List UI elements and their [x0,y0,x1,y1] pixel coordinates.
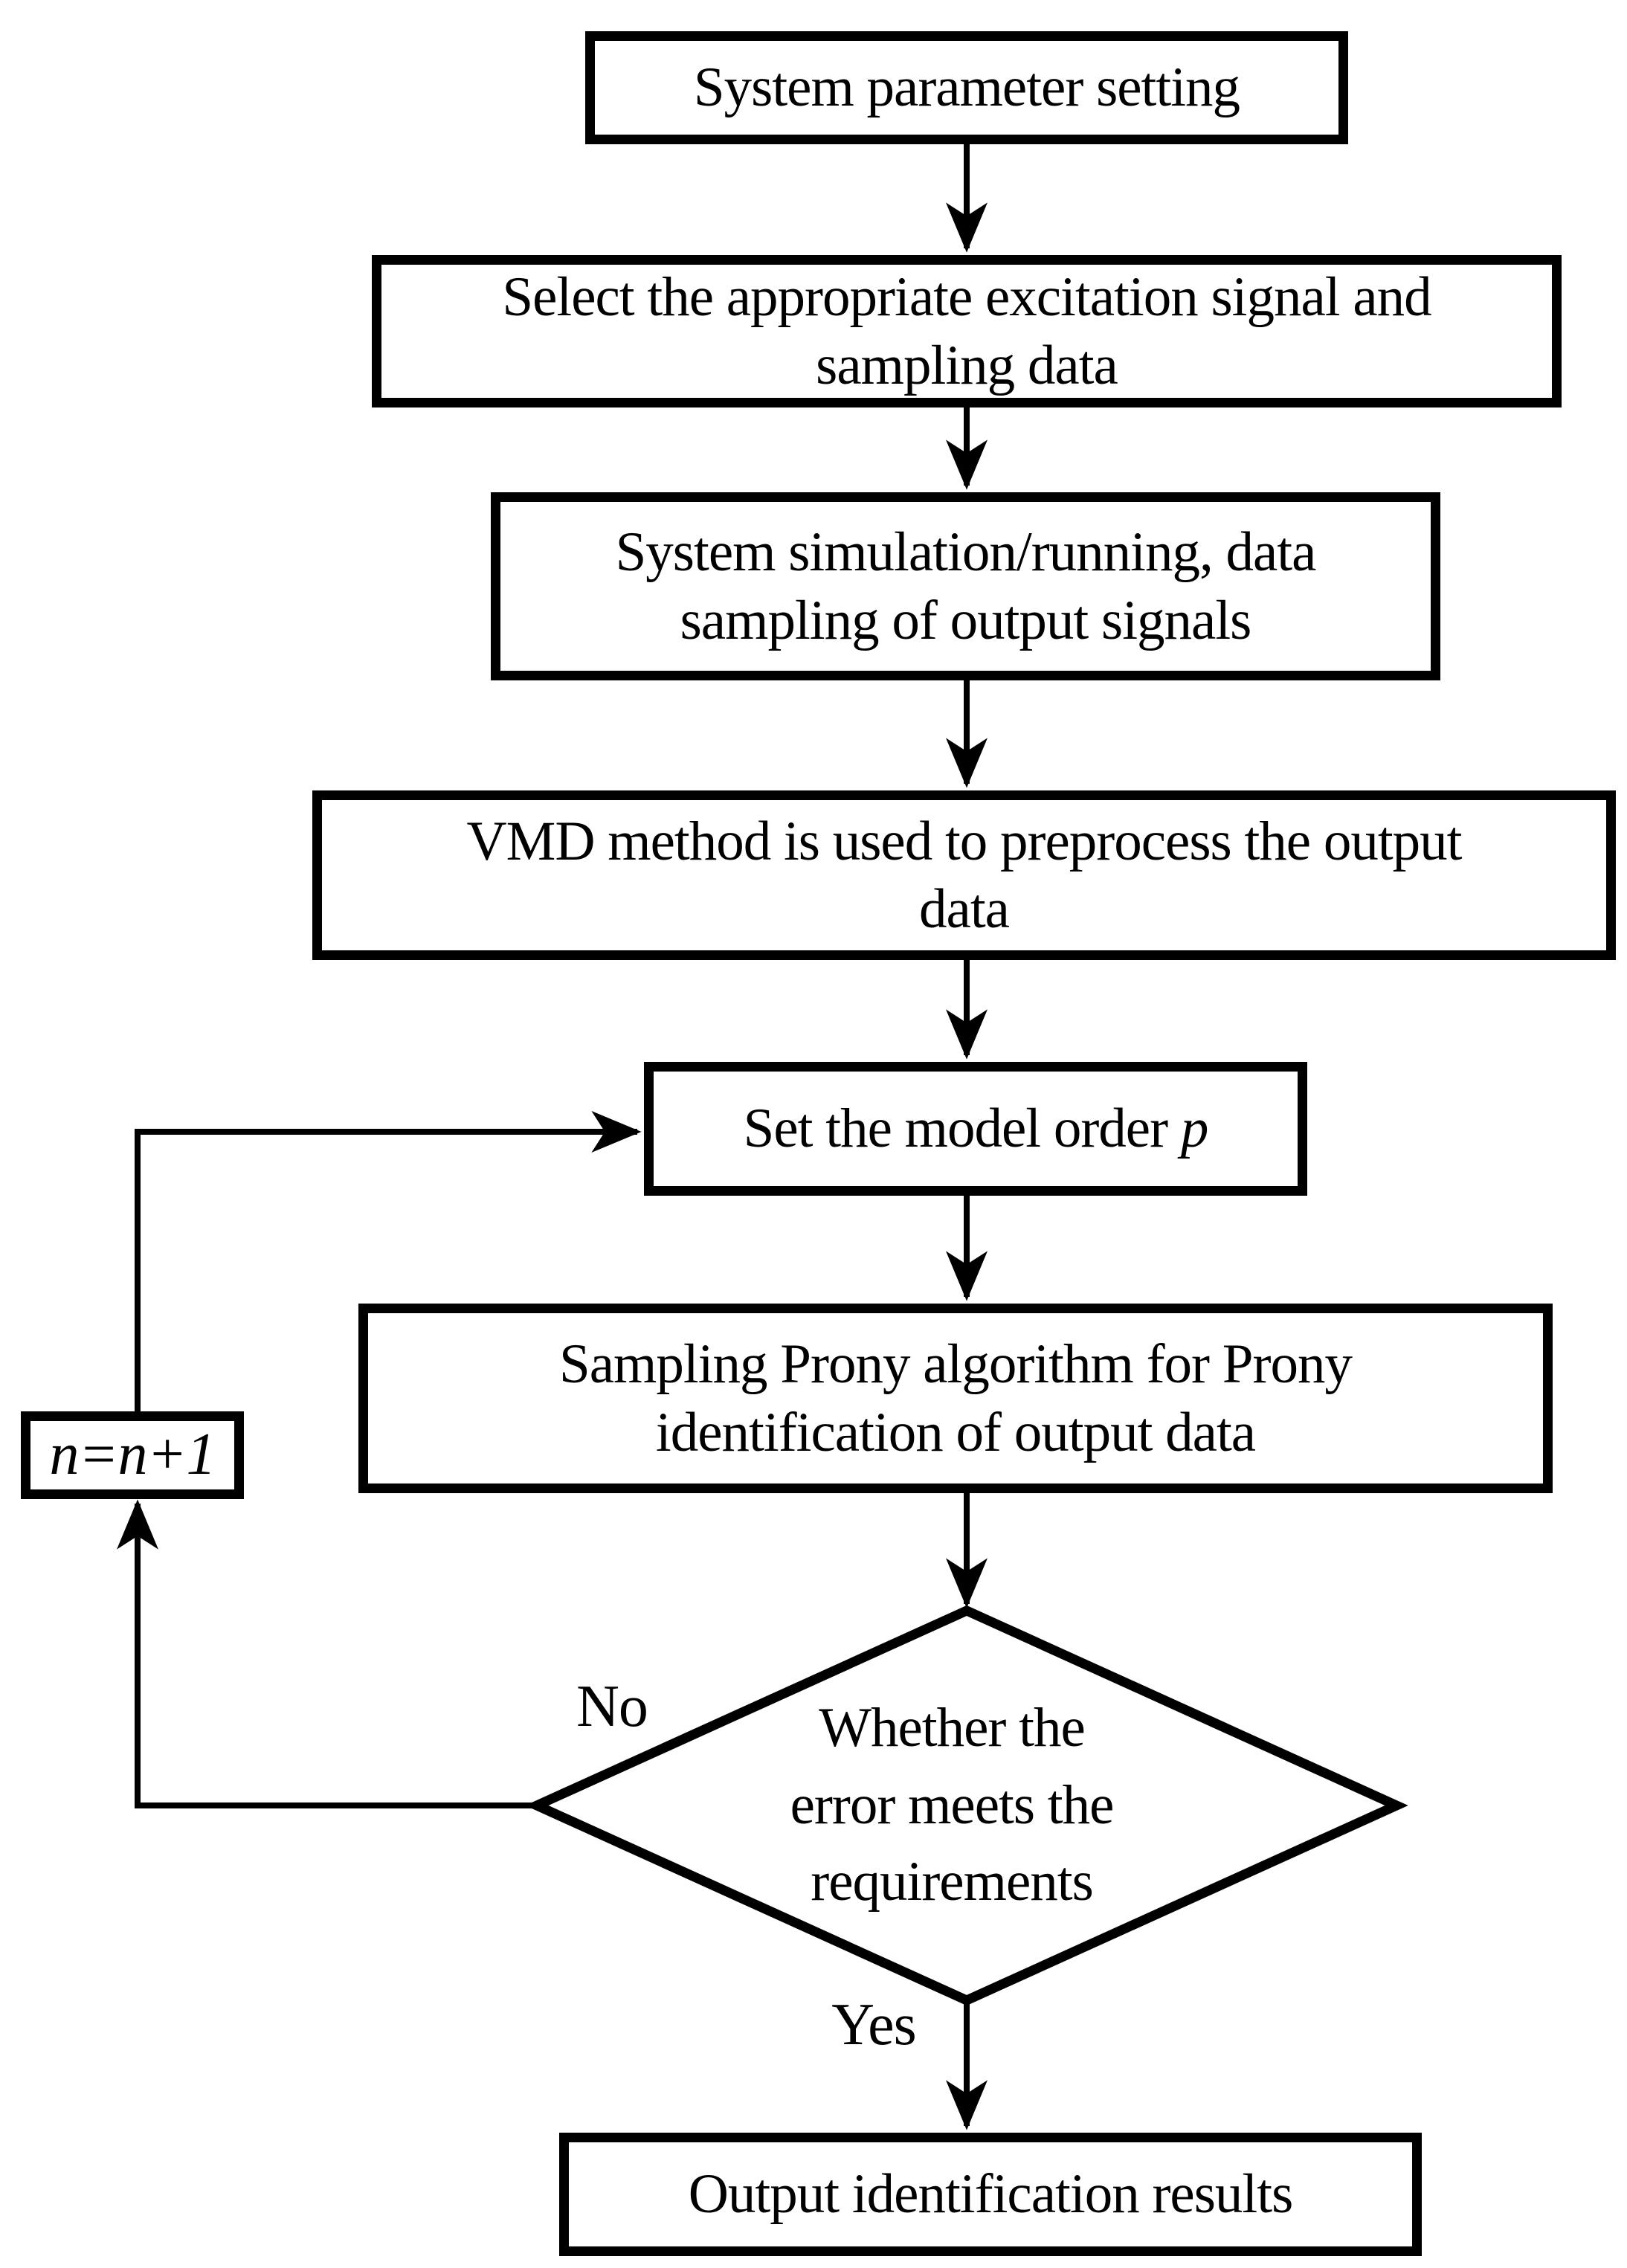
node-prony-identification: Sampling Prony algorithm for Prony ident… [358,1304,1553,1493]
decision-label-line: error meets the [790,1774,1115,1836]
model-order-variable: p [1180,1098,1208,1160]
branch-label-no: No [534,1666,690,1747]
node-label-line: data [919,878,1010,940]
node-label: System parameter setting [693,57,1240,119]
node-label: Output identification results [688,2163,1294,2226]
node-label: Set the model order p [743,1095,1209,1163]
node-label-line: Sampling Prony algorithm for Prony [559,1333,1353,1395]
node-system-parameter-setting: System parameter setting [585,31,1348,144]
node-label: n=n+1 [49,1422,216,1488]
node-label-line: sampling of output signals [680,589,1252,651]
node-increment-n: n=n+1 [21,1411,244,1499]
node-output-results: Output identification results [559,2133,1422,2256]
branch-label-yes: Yes [788,1984,959,2066]
node-label-text: Set the model order [743,1098,1181,1160]
no-text: No [576,1673,648,1739]
yes-text: Yes [831,1991,916,2058]
node-label-line: System simulation/running, data [615,521,1317,583]
node-label-line: sampling data [816,334,1118,396]
node-vmd-preprocess: VMD method is used to preprocess the out… [312,790,1616,960]
arrow-increment-to-order [135,1111,642,1414]
decision-label-line: Whether the [819,1697,1086,1759]
node-label-line: VMD method is used to preprocess the out… [466,810,1462,872]
node-select-excitation-signal: Select the appropriate excitation signal… [372,255,1562,407]
decision-label-line: requirements [811,1851,1094,1913]
node-system-simulation: System simulation/running, data sampling… [491,492,1440,680]
decision-diamond [525,1605,1408,2006]
node-label-line: identification of output data [655,1401,1256,1463]
arrow-decision-to-increment-no [117,1499,537,1808]
node-label-line: Select the appropriate excitation signal… [502,266,1431,328]
node-set-model-order: Set the model order p [644,1062,1307,1196]
decision-label: Whether the error meets the requirements [692,1689,1212,1921]
